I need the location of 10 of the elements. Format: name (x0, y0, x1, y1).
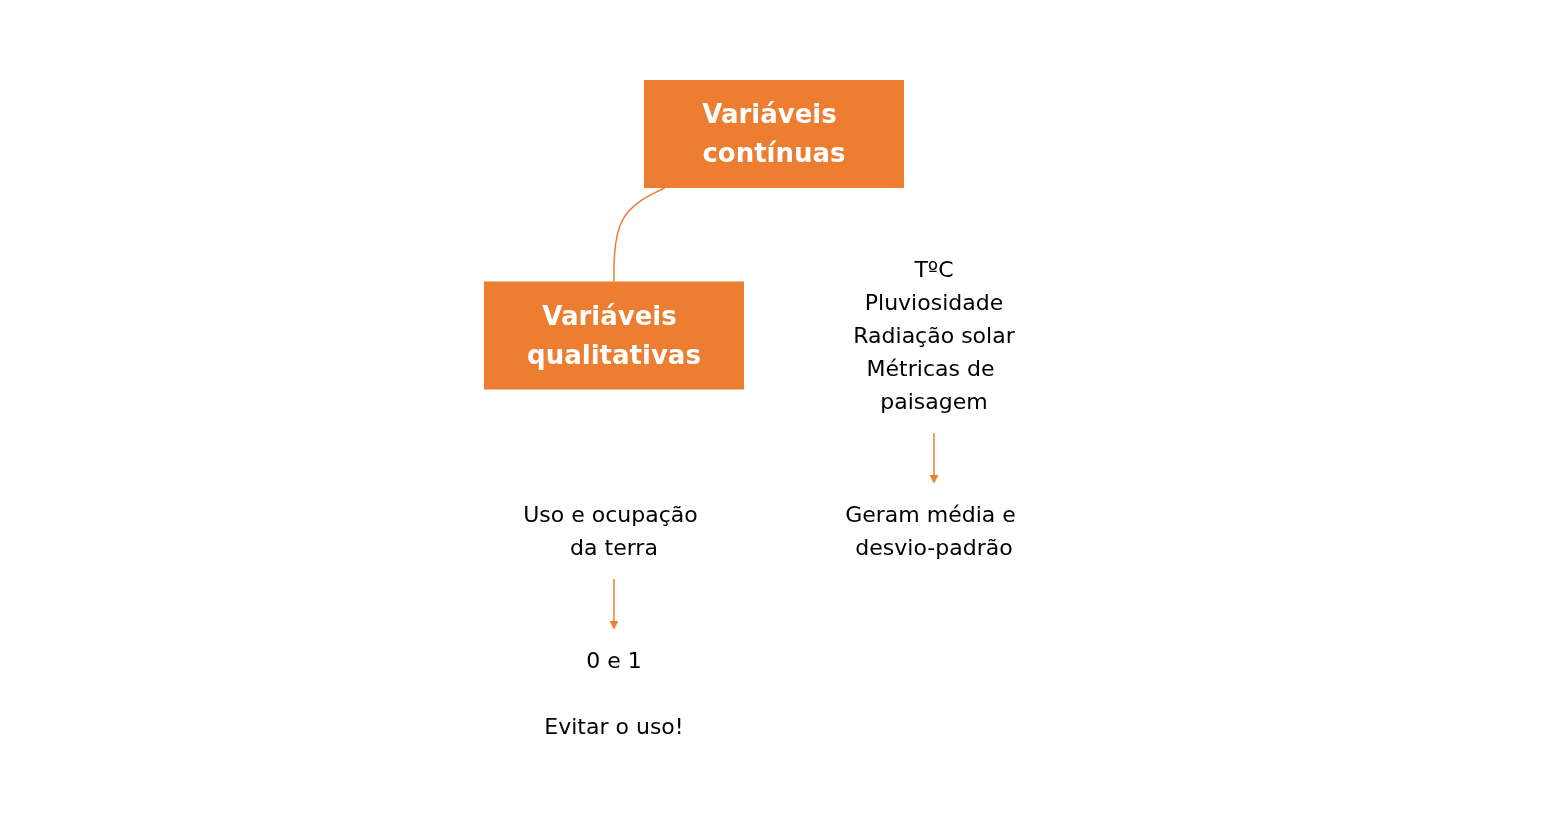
node-box: Variáveis contínuas (643, 80, 904, 188)
node-text: Geram média e desvio-padrão (844, 502, 1016, 560)
arrow (929, 432, 938, 484)
node-box: Variáveis qualitativas (483, 281, 744, 390)
node-text: TºC Pluviosidade Radiação solar Métricas de paisagem (852, 257, 1015, 414)
arrow (609, 578, 618, 630)
node-label: Evitar o uso! (543, 714, 684, 739)
connector (612, 187, 665, 283)
node-text: Uso e ocupação da terra (522, 502, 698, 560)
node-text: 0 e 1 (585, 648, 642, 673)
